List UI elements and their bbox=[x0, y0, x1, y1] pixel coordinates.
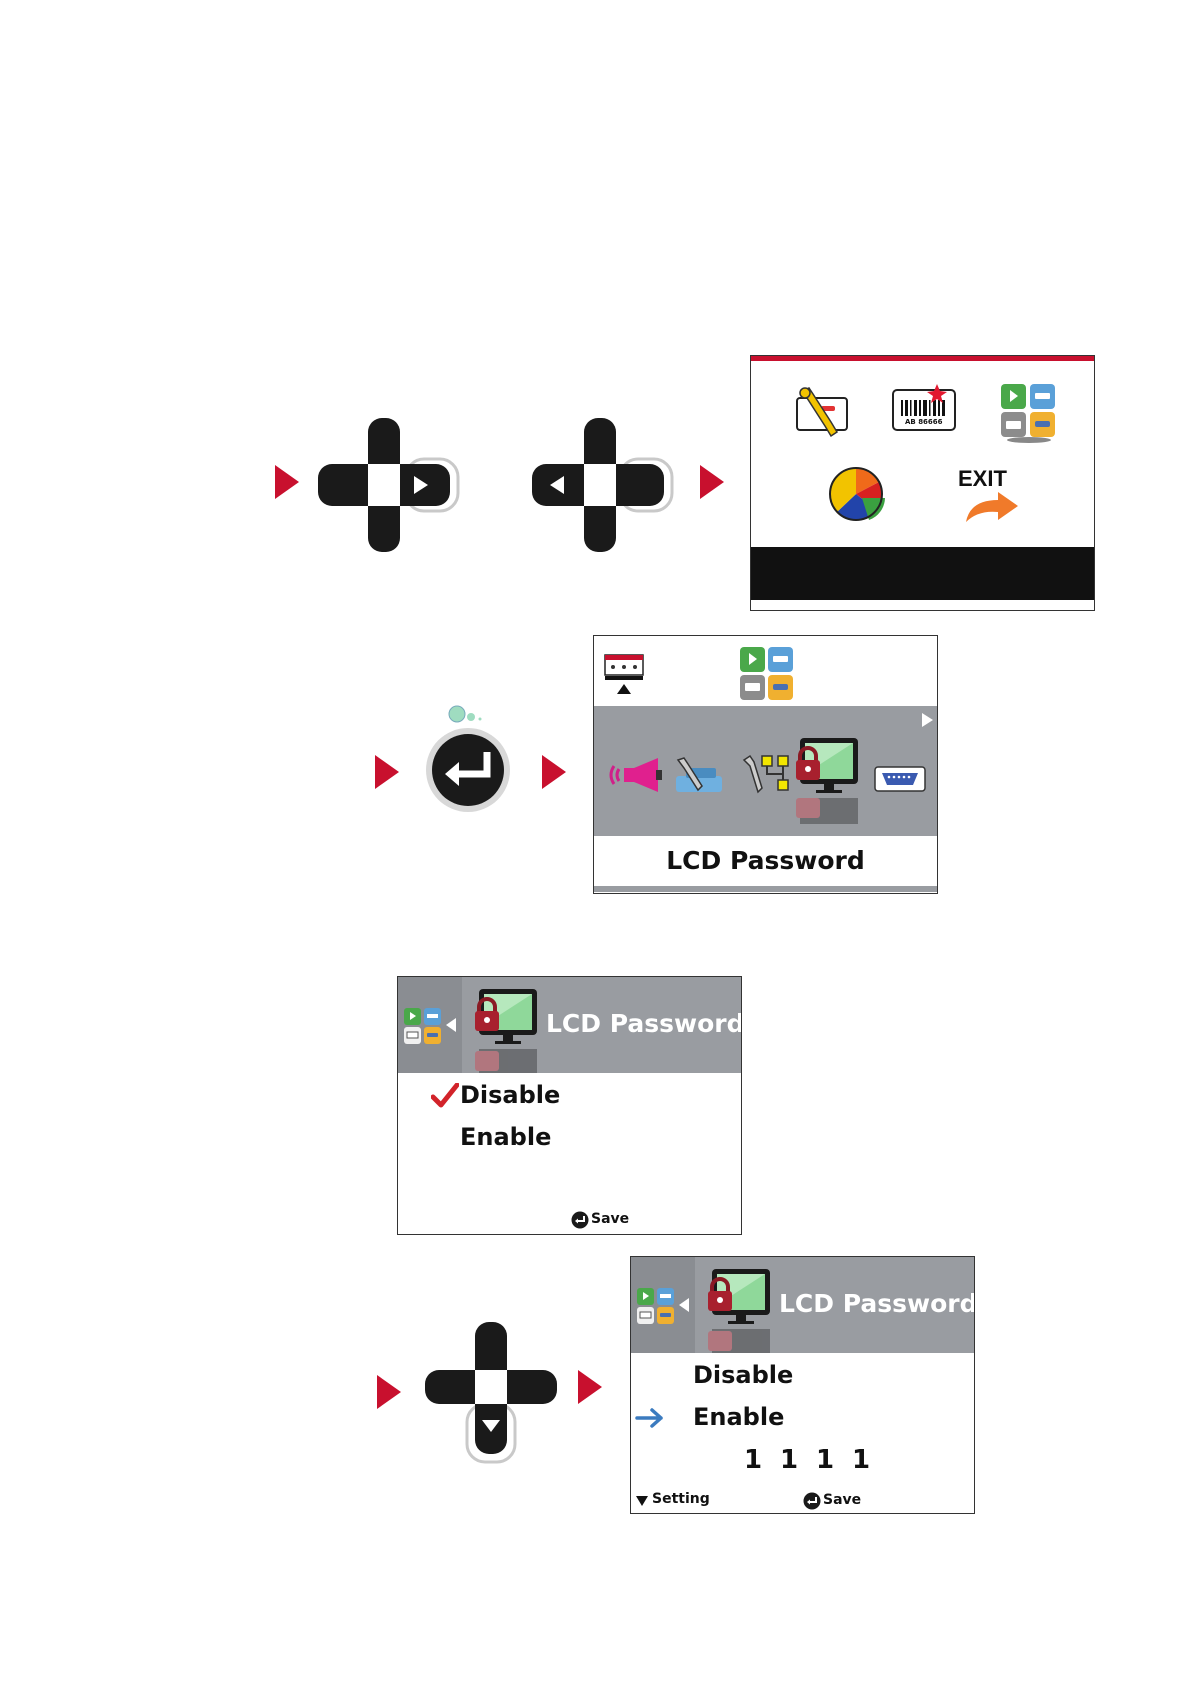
tools-maintenance-icon[interactable] bbox=[674, 756, 724, 796]
step-arrow bbox=[578, 1370, 602, 1404]
password-digit[interactable]: 1 bbox=[744, 1445, 762, 1475]
submenu-selected-label: LCD Password bbox=[594, 846, 937, 875]
label-barcode-icon[interactable]: AB 86666 bbox=[891, 382, 959, 436]
main-menu-status-bar bbox=[751, 547, 1094, 600]
lcd-password-icon bbox=[473, 987, 539, 1073]
exit-label: EXIT bbox=[958, 466, 1007, 492]
barcode-text: AB 86666 bbox=[905, 418, 943, 426]
main-menu-screen: AB 86666 EXIT bbox=[750, 355, 1095, 611]
lcd-password-icon bbox=[706, 1267, 772, 1353]
enter-icon bbox=[571, 1211, 589, 1229]
label-tab-icon[interactable] bbox=[604, 654, 648, 698]
option-disable[interactable]: Disable bbox=[460, 1081, 560, 1109]
lcd-password-icon[interactable] bbox=[794, 736, 860, 826]
step-arrow bbox=[275, 465, 299, 499]
down-triangle-icon bbox=[635, 1495, 649, 1507]
screen-title: LCD Password bbox=[546, 1009, 742, 1038]
option-enable[interactable]: Enable bbox=[460, 1123, 551, 1151]
system-setup-icon bbox=[403, 1007, 443, 1045]
back-left-icon[interactable] bbox=[445, 1017, 457, 1033]
scroll-right-icon[interactable] bbox=[920, 712, 934, 728]
dpad-right-press bbox=[318, 415, 463, 555]
enter-key-press bbox=[425, 700, 525, 820]
step-arrow bbox=[542, 755, 566, 789]
option-disable[interactable]: Disable bbox=[693, 1361, 793, 1389]
password-digit[interactable]: 1 bbox=[780, 1445, 798, 1475]
top-red-bar bbox=[751, 356, 1094, 361]
back-left-icon[interactable] bbox=[678, 1297, 690, 1313]
step-arrow bbox=[375, 755, 399, 789]
printer-setup-wrench-icon[interactable] bbox=[791, 384, 853, 440]
password-digit[interactable]: 1 bbox=[852, 1445, 870, 1475]
submenu-icon-strip bbox=[594, 706, 937, 836]
selection-arrow-icon bbox=[635, 1407, 665, 1429]
exit-arrow-icon bbox=[964, 490, 1024, 524]
footer-save-label: Save bbox=[591, 1211, 629, 1227]
option-enable[interactable]: Enable bbox=[693, 1403, 784, 1431]
check-icon bbox=[431, 1083, 459, 1109]
system-setup-icon[interactable] bbox=[999, 382, 1059, 444]
footer-save-label: Save bbox=[823, 1492, 861, 1508]
system-setup-tab-icon[interactable] bbox=[739, 646, 797, 702]
lcd-password-default-screen: LCD Password Disable Enable Save bbox=[397, 976, 742, 1235]
step-arrow bbox=[377, 1375, 401, 1409]
footer-setting-label: Setting bbox=[652, 1491, 710, 1507]
serial-port-icon[interactable] bbox=[874, 766, 926, 792]
password-digit[interactable]: 1 bbox=[816, 1445, 834, 1475]
system-setup-icon bbox=[636, 1287, 676, 1325]
exit-button[interactable]: EXIT bbox=[956, 466, 1046, 526]
system-setup-submenu-screen: LCD Password bbox=[593, 635, 938, 894]
lcd-password-enable-screen: LCD Password Disable Enable 1 1 1 1 Sett… bbox=[630, 1256, 975, 1514]
step-arrow bbox=[700, 465, 724, 499]
pie-chart-icon[interactable] bbox=[829, 466, 889, 524]
enter-icon bbox=[803, 1492, 821, 1510]
network-setup-icon[interactable] bbox=[742, 752, 792, 796]
dpad-down-press bbox=[425, 1320, 565, 1470]
submenu-bottom-bar bbox=[594, 886, 937, 892]
buzzer-speaker-icon[interactable] bbox=[608, 754, 664, 796]
screen-title: LCD Password bbox=[779, 1289, 975, 1318]
dpad-left-press bbox=[532, 415, 677, 555]
